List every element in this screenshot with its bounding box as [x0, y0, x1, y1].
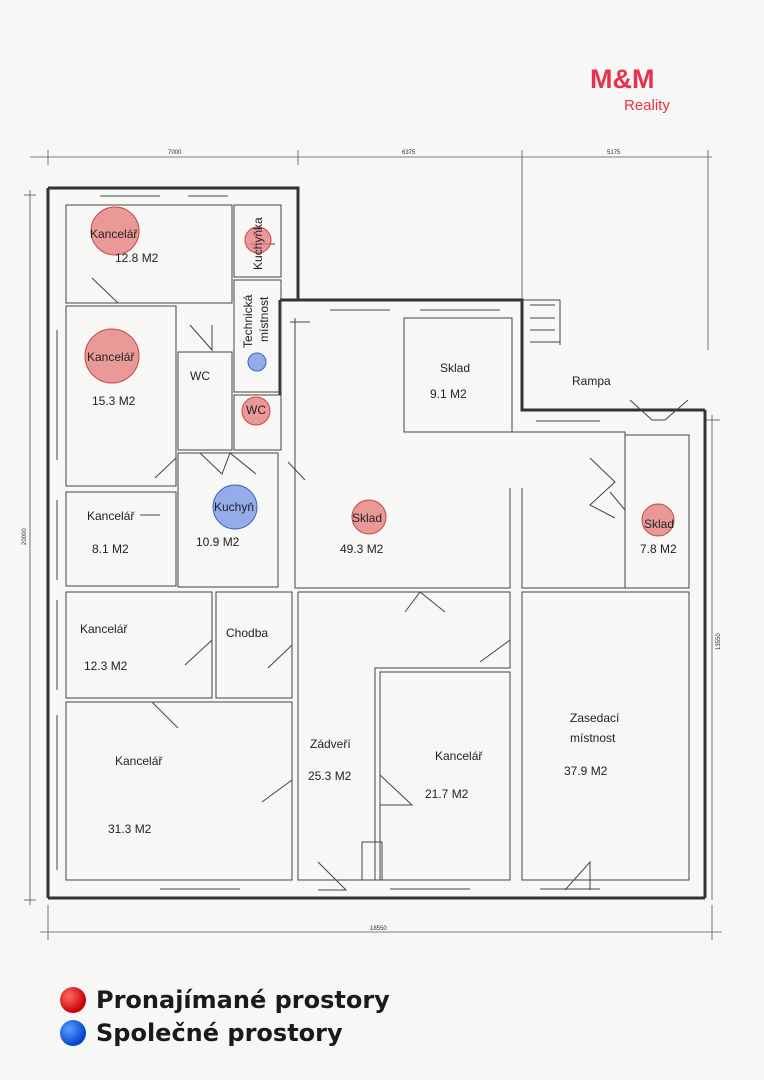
room-zasedaci-area: 37.9 M2	[564, 764, 608, 778]
room-zadveri-area: 25.3 M2	[308, 769, 352, 783]
room-zasedaci-name2: místnost	[570, 731, 616, 745]
legend-shared: Společné prostory	[60, 1019, 343, 1047]
rented-marker-kuchynka	[244, 226, 272, 254]
room-kancelar4-name: Kancelář	[80, 622, 128, 636]
legend-shared-label: Společné prostory	[96, 1019, 343, 1047]
shared-area-markers	[212, 352, 267, 530]
legend-rented-label: Pronajímané prostory	[96, 986, 390, 1014]
room-technicka-name2: místnost	[257, 296, 271, 342]
room-sklad2-name: Sklad	[352, 511, 382, 525]
room-wc1-name: WC	[190, 369, 210, 383]
room-kancelar1-area: 12.8 M2	[115, 251, 159, 265]
dim-top-1: 7000	[168, 150, 182, 156]
room-sklad3-name: Sklad	[644, 517, 674, 531]
shared-marker-technicka	[247, 352, 267, 372]
room-kancelar6-name: Kancelář	[435, 749, 483, 763]
room-labels: Kancelář 12.8 M2 Kuchyňka Technická míst…	[80, 217, 677, 836]
room-chodba-name: Chodba	[226, 626, 268, 640]
room-zasedaci-name1: Zasedací	[570, 711, 620, 725]
rented-marker-sklad	[351, 499, 387, 535]
room-zadveri-name: Zádveří	[310, 737, 351, 751]
room-technicka-name1: Technická	[241, 294, 255, 348]
rented-marker-kancelar1	[90, 206, 140, 256]
room-sklad1-name: Sklad	[440, 361, 470, 375]
walls	[46, 186, 707, 900]
room-kancelar3-name: Kancelář	[87, 509, 135, 523]
room-wc2-name: WC	[246, 403, 266, 417]
shared-marker-kuchyn	[212, 484, 258, 530]
room-kancelar3-area: 8.1 M2	[92, 542, 129, 556]
room-kuchynka-name: Kuchyňka	[251, 217, 265, 270]
room-kancelar2-area: 15.3 M2	[92, 394, 136, 408]
room-kancelar4-area: 12.3 M2	[84, 659, 128, 673]
room-kuchyn-name: Kuchyň	[214, 500, 254, 514]
room-rampa-name: Rampa	[572, 374, 611, 388]
dimension-lines	[24, 150, 722, 940]
mm-reality-logo: M&M Reality	[590, 64, 670, 114]
room-kancelar1-name: Kancelář	[90, 227, 138, 241]
dim-bottom: 18550	[370, 926, 387, 932]
rented-area-markers	[84, 206, 675, 537]
dim-right: 13550	[716, 633, 722, 650]
red-circle-icon	[60, 987, 86, 1013]
room-sklad3-area: 7.8 M2	[640, 542, 677, 556]
dim-left: 20000	[22, 528, 28, 545]
rented-marker-sklad-small	[641, 503, 675, 537]
room-sklad2-area: 49.3 M2	[340, 542, 384, 556]
room-kancelar6-area: 21.7 M2	[425, 787, 469, 801]
room-sklad1-area: 9.1 M2	[430, 387, 467, 401]
logo-brand: M&M	[590, 64, 654, 94]
logo-sub: Reality	[624, 97, 670, 114]
blue-circle-icon	[60, 1020, 86, 1046]
rented-marker-wc	[241, 396, 271, 426]
room-kuchyn-area: 10.9 M2	[196, 535, 240, 549]
legend-rented: Pronajímané prostory	[60, 986, 390, 1014]
room-kancelar5-area: 31.3 M2	[108, 822, 152, 836]
room-kancelar2-name: Kancelář	[87, 350, 135, 364]
rented-marker-kancelar2	[84, 328, 140, 384]
dim-top-3: 5175	[607, 150, 621, 156]
room-kancelar5-name: Kancelář	[115, 754, 163, 768]
dim-top-2: 6375	[402, 150, 416, 156]
